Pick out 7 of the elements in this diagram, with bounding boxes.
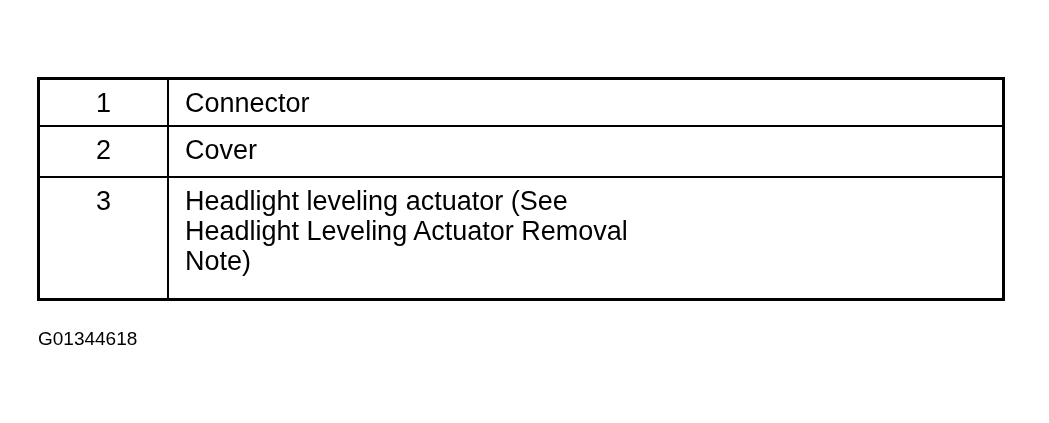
item-number-cell: 3	[40, 176, 169, 301]
figure-id: G01344618	[38, 328, 138, 350]
item-number-cell: 2	[40, 125, 169, 176]
item-description-cell: Headlight leveling actuator (See Headlight Leveling Actuator Removal Note)	[169, 176, 1002, 301]
item-description-cell: Cover	[169, 125, 1002, 176]
item-number-cell: 1	[40, 80, 169, 125]
item-description-cell-text: Connector	[184, 87, 311, 120]
